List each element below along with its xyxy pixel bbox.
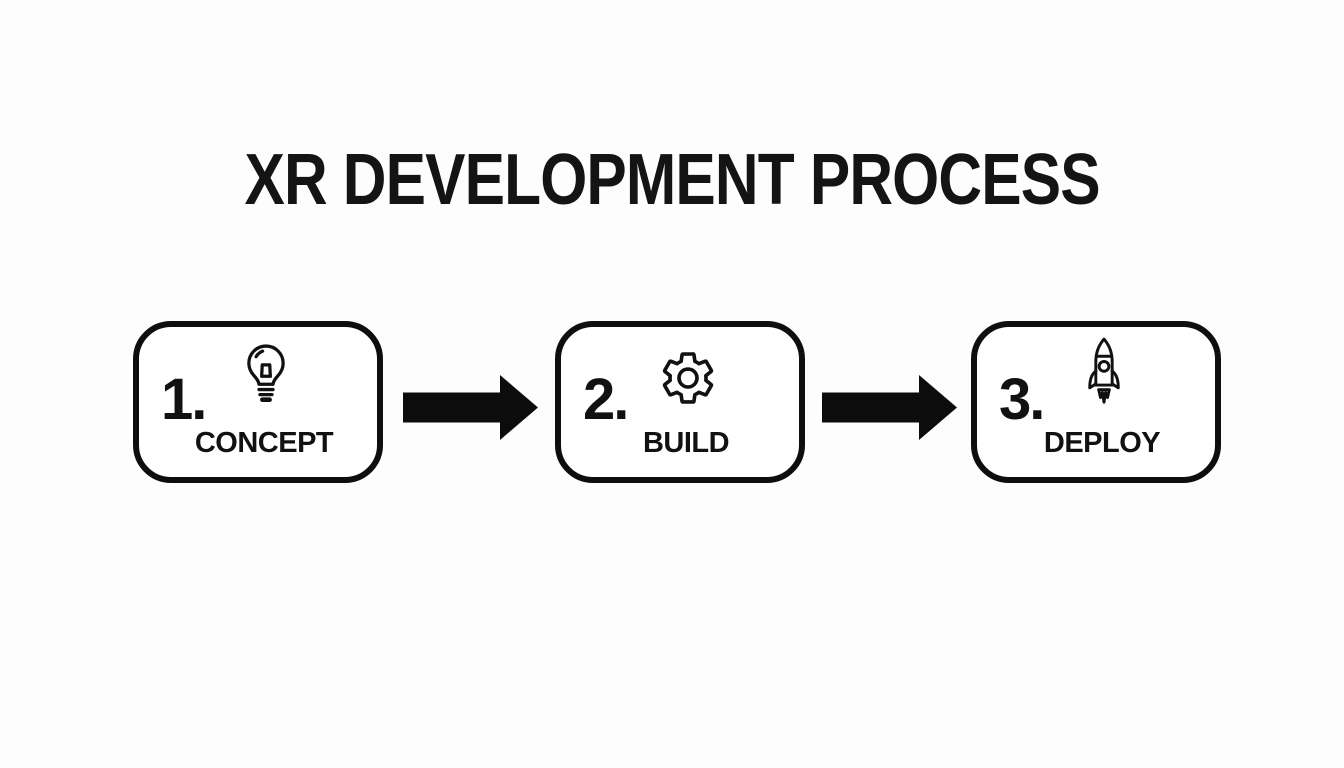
rocket-icon (1081, 336, 1128, 410)
gear-icon (658, 348, 718, 408)
step-number: 3. (999, 367, 1045, 432)
step-number: 2. (583, 367, 629, 432)
step-number: 1. (161, 367, 207, 432)
arrow-right-icon (822, 375, 957, 440)
step-label: CONCEPT (194, 427, 334, 459)
step-label: DEPLOY (1043, 427, 1161, 459)
step-card-deploy: 3. DEPLOY (971, 321, 1221, 483)
arrow-right-icon (403, 375, 538, 440)
step-label: BUILD (642, 427, 730, 459)
lightbulb-icon (237, 339, 295, 415)
page-title: XR DEVELOPMENT PROCESS (0, 144, 1344, 216)
step-card-concept: 1. CONCEPT (133, 321, 383, 483)
page-title-text: XR DEVELOPMENT PROCESS (244, 140, 1100, 220)
step-card-build: 2. BUILD (555, 321, 805, 483)
